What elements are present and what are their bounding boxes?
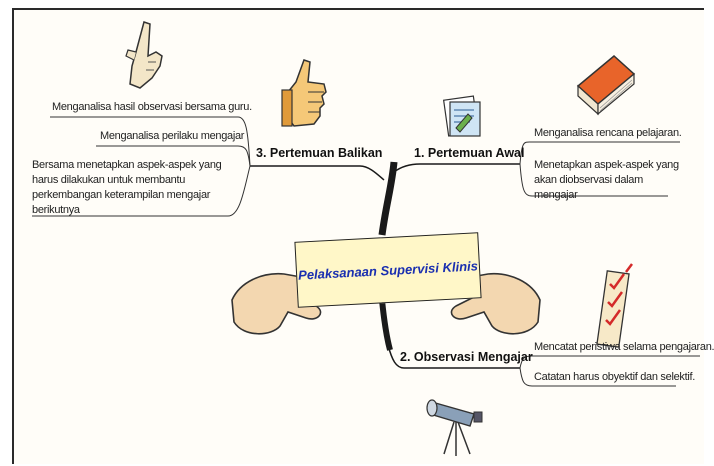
branch-2-item-2: Catatan harus obyektif dan selektif. — [534, 371, 696, 383]
branch-label-2: 2. Observasi Mengajar — [400, 350, 533, 364]
stem-down — [379, 299, 393, 351]
document-icon — [442, 95, 481, 137]
book-icon — [576, 55, 636, 116]
sub-line-3c — [32, 165, 251, 217]
telescope-icon — [426, 399, 483, 456]
branch-label-1: 1. Pertemuan Awal — [414, 146, 525, 160]
pointing-hand-icon — [125, 21, 163, 89]
branch-1-item-2: Menetapkan aspek-aspek yang akan diobser… — [534, 159, 679, 201]
branch-line-1 — [393, 163, 520, 173]
sub-line-3b — [96, 145, 251, 167]
sub-line-2b — [519, 367, 676, 387]
thumbs-up-icon — [281, 59, 327, 127]
branch-line-2 — [387, 344, 520, 369]
stem-up — [378, 161, 398, 236]
branch-3-item-1: Menganalisa hasil observasi bersama guru… — [52, 101, 252, 113]
central-topic-title: Pelaksanaan Supervisi Klinis — [297, 257, 479, 283]
branch-2-item-1: Mencatat peristiwa selama pengajaran. — [534, 341, 714, 353]
branch-3-item-2: Menganalisa perilaku mengajar — [100, 130, 245, 142]
branch-line-3 — [250, 165, 385, 181]
checklist-icon — [596, 263, 633, 348]
sub-line-2a — [519, 355, 700, 369]
sub-line-3a — [50, 116, 251, 167]
branch-3-item-3: Bersama menetapkan aspek-aspek yang haru… — [32, 159, 222, 216]
branch-label-3: 3. Pertemuan Balikan — [256, 146, 383, 160]
branch-1-item-1: Menganalisa rencana pelajaran. — [534, 127, 682, 139]
sub-line-1a — [519, 141, 680, 165]
sub-line-1b — [519, 163, 668, 197]
central-topic-card: Pelaksanaan Supervisi Klinis — [294, 232, 482, 308]
